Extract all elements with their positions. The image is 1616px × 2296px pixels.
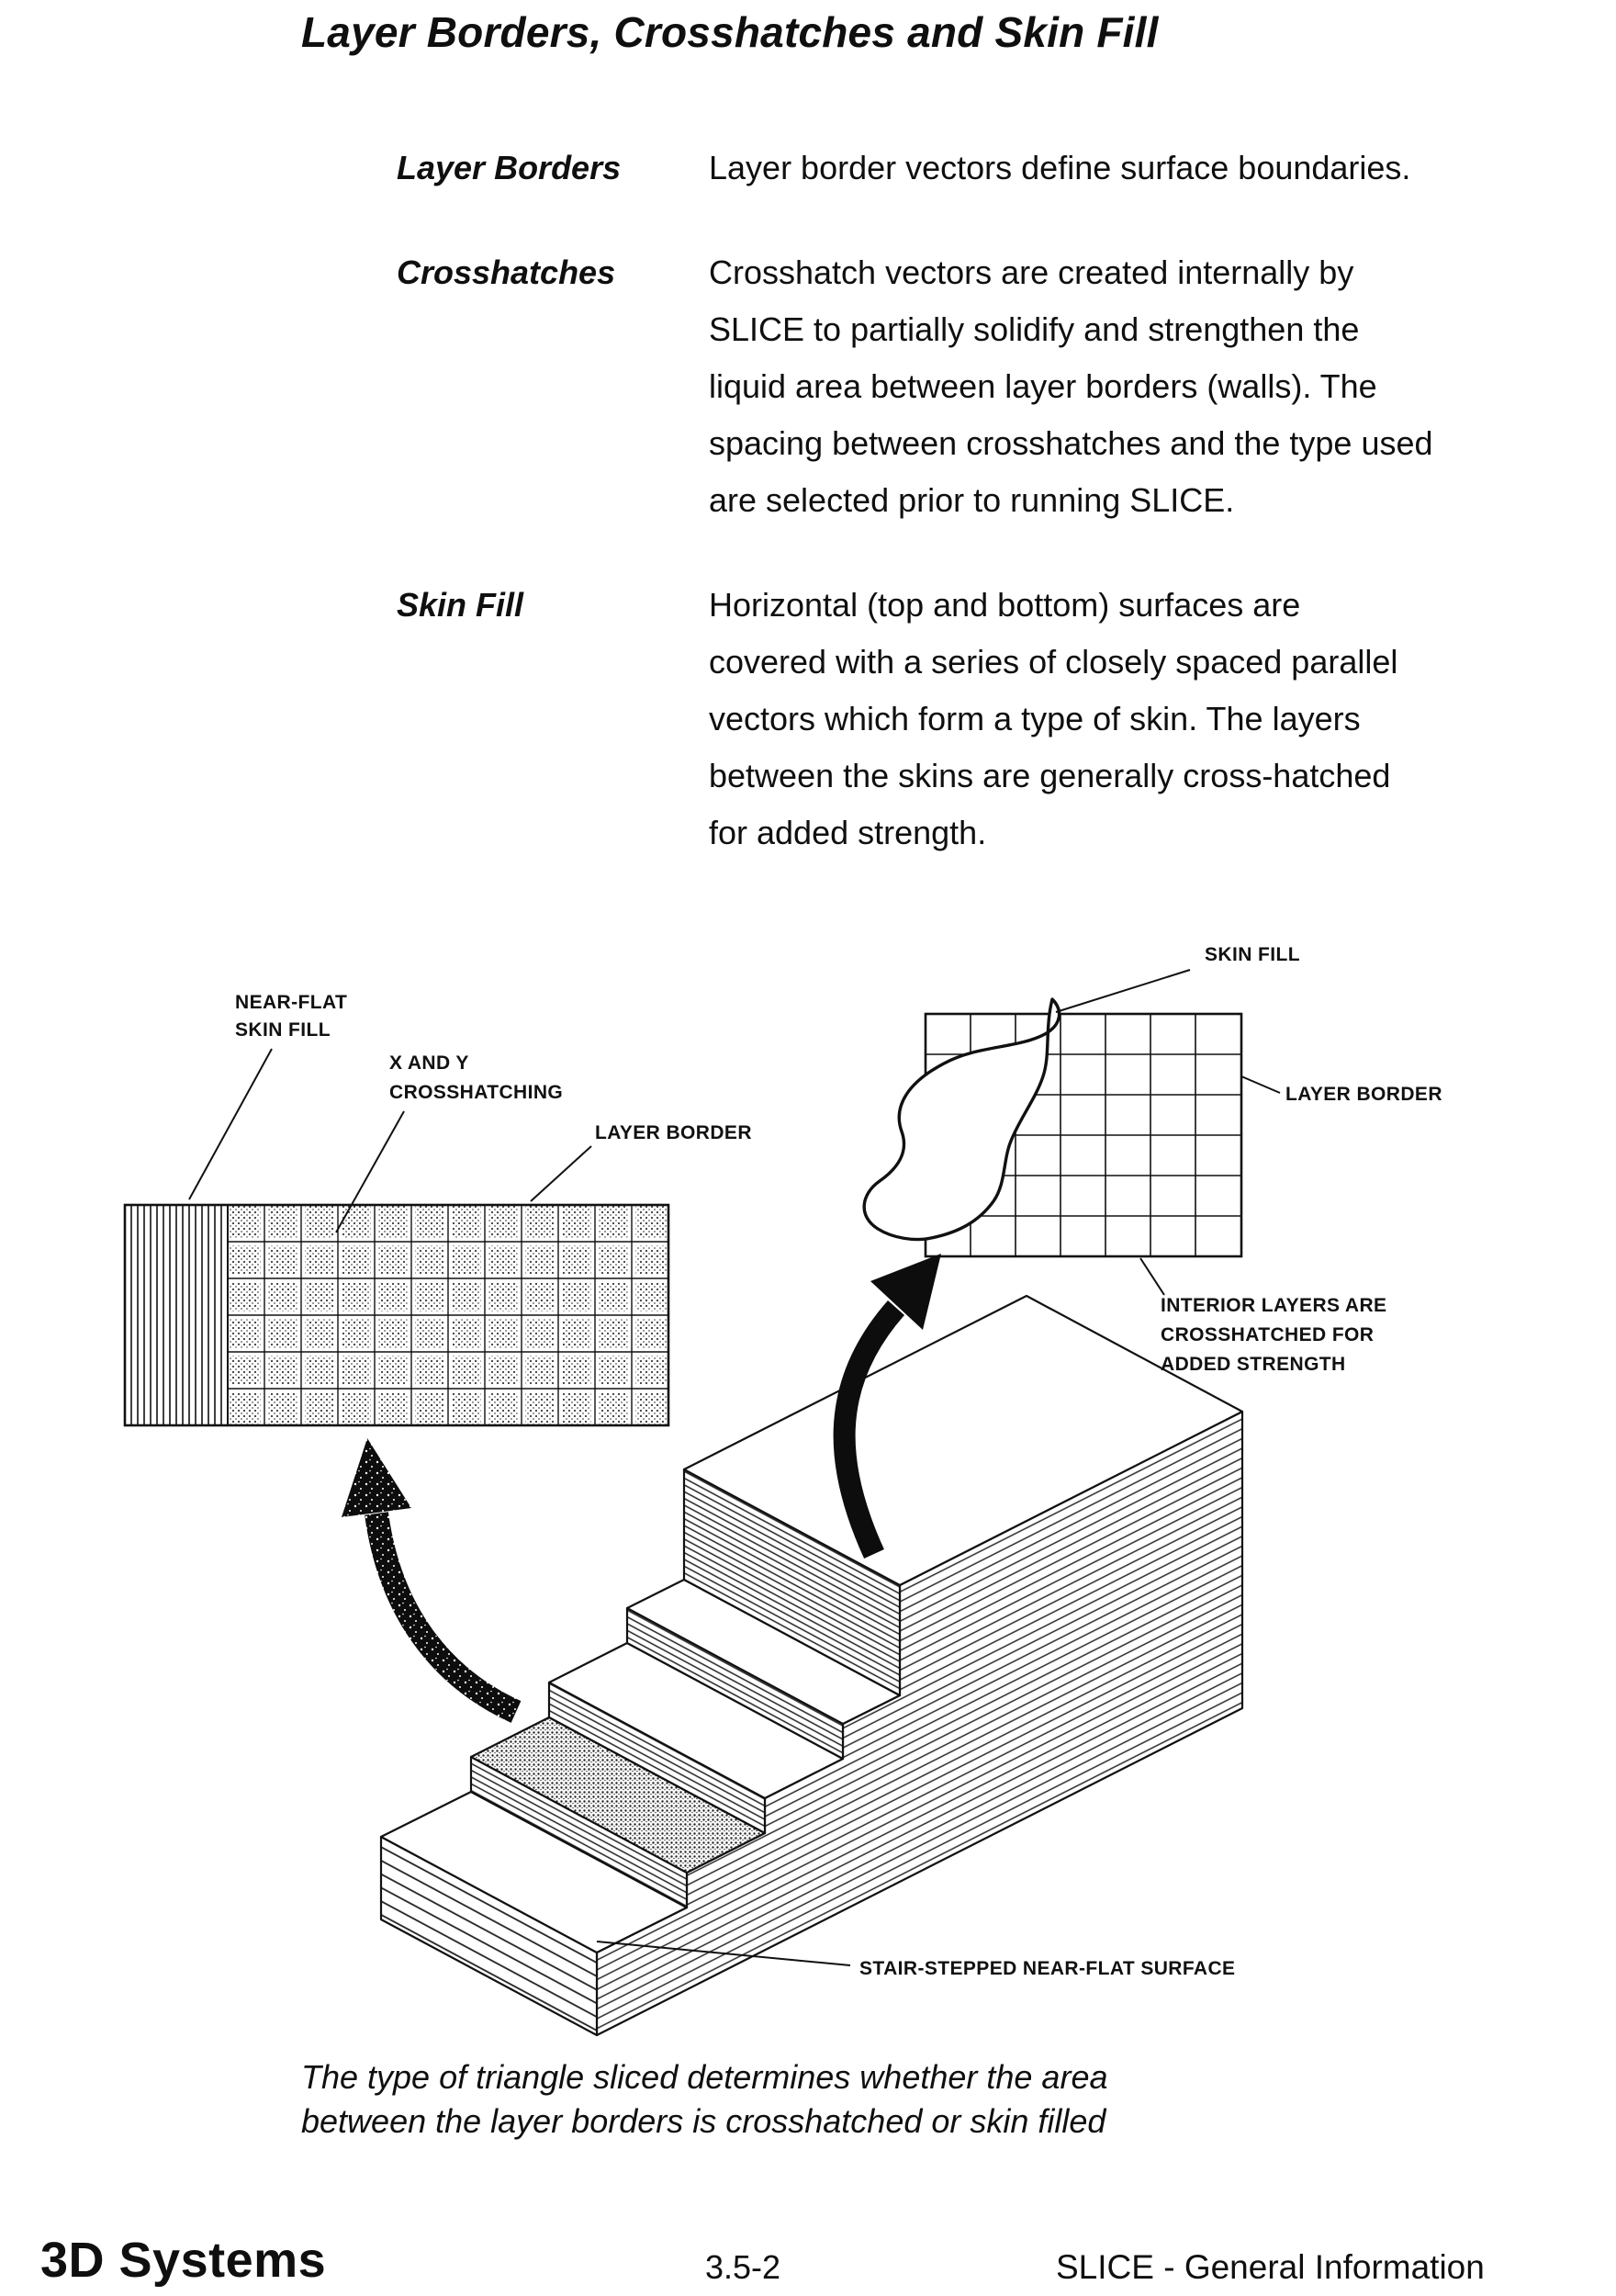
label-layer-border-left: LAYER BORDER bbox=[595, 1122, 752, 1143]
arrow-to-crosshatch-grid-head bbox=[342, 1438, 411, 1517]
slice-diagram: NEAR-FLAT SKIN FILL X AND Y CROSSHATCHIN… bbox=[123, 944, 1442, 2037]
label-interior-line2: CROSSHATCHED FOR bbox=[1161, 1324, 1374, 1345]
definition-description: Crosshatch vectors are created internall… bbox=[709, 253, 1433, 519]
definition-term: Layer Borders bbox=[397, 149, 622, 186]
stepped-object bbox=[379, 1294, 1244, 2037]
caption-line-2: between the layer borders is crosshatche… bbox=[301, 2102, 1106, 2140]
label-layer-border-right: LAYER BORDER bbox=[1285, 1084, 1442, 1105]
label-skin-fill: SKIN FILL bbox=[1205, 944, 1300, 965]
caption-line-1: The type of triangle sliced determines w… bbox=[301, 2058, 1108, 2096]
layer-border-figure bbox=[862, 997, 1243, 1258]
callout-arrows bbox=[342, 1254, 941, 1723]
leader-xy-crosshatching bbox=[335, 1110, 405, 1233]
arrow-to-border-grid-head bbox=[870, 1254, 941, 1330]
definition-crosshatches: Crosshatches Crosshatch vectors are crea… bbox=[397, 244, 1609, 529]
object-top-plateau bbox=[682, 1294, 1244, 1587]
label-near-flat-line1: NEAR-FLAT bbox=[235, 992, 347, 1013]
label-xy-line1: X AND Y bbox=[389, 1052, 469, 1074]
definition-term: Crosshatches bbox=[397, 253, 616, 291]
label-interior-line3: ADDED STRENGTH bbox=[1161, 1354, 1346, 1375]
leader-layer-border-left bbox=[530, 1145, 592, 1202]
label-xy-line2: CROSSHATCHING bbox=[389, 1082, 563, 1103]
leader-skin-fill bbox=[1055, 969, 1191, 1013]
definition-layer-borders: Layer Borders Layer border vectors defin… bbox=[397, 140, 1609, 197]
label-near-flat-line2: SKIN FILL bbox=[235, 1019, 331, 1041]
definition-description: Horizontal (top and bottom) surfaces are… bbox=[709, 586, 1398, 851]
figure-caption: The type of triangle sliced determines w… bbox=[301, 2055, 1107, 2144]
skin-fill-outline bbox=[862, 997, 1061, 1242]
crosshatch-grid-lines bbox=[228, 1205, 668, 1425]
leader-stair-stepped bbox=[596, 1941, 851, 1966]
leader-layer-border-right bbox=[1240, 1075, 1281, 1094]
sample-grid-border bbox=[123, 1203, 670, 1427]
section-title: SLICE - General Information bbox=[1056, 2248, 1485, 2286]
label-interior-line1: INTERIOR LAYERS ARE bbox=[1161, 1295, 1386, 1316]
page-number: 3.5-2 bbox=[705, 2248, 781, 2286]
definition-term: Skin Fill bbox=[397, 586, 524, 624]
crosshatch-sample-figure bbox=[123, 1203, 670, 1427]
brand-logo-text: 3D Systems bbox=[40, 2233, 327, 2288]
definition-description: Layer border vectors define surface boun… bbox=[709, 149, 1411, 186]
leader-lines bbox=[188, 969, 1281, 1966]
leader-interior-layers bbox=[1139, 1257, 1165, 1296]
leader-near-flat bbox=[188, 1048, 273, 1200]
page-title: Layer Borders, Crosshatches and Skin Fil… bbox=[301, 8, 1159, 56]
near-flat-skin-fill-stripes bbox=[124, 1204, 229, 1426]
arrow-to-border-grid bbox=[833, 1300, 905, 1559]
label-stair-stepped: STAIR-STEPPED NEAR-FLAT SURFACE bbox=[859, 1958, 1235, 1979]
definition-skin-fill: Skin Fill Horizontal (top and bottom) su… bbox=[397, 577, 1609, 861]
arrow-to-crosshatch-grid bbox=[365, 1512, 522, 1723]
